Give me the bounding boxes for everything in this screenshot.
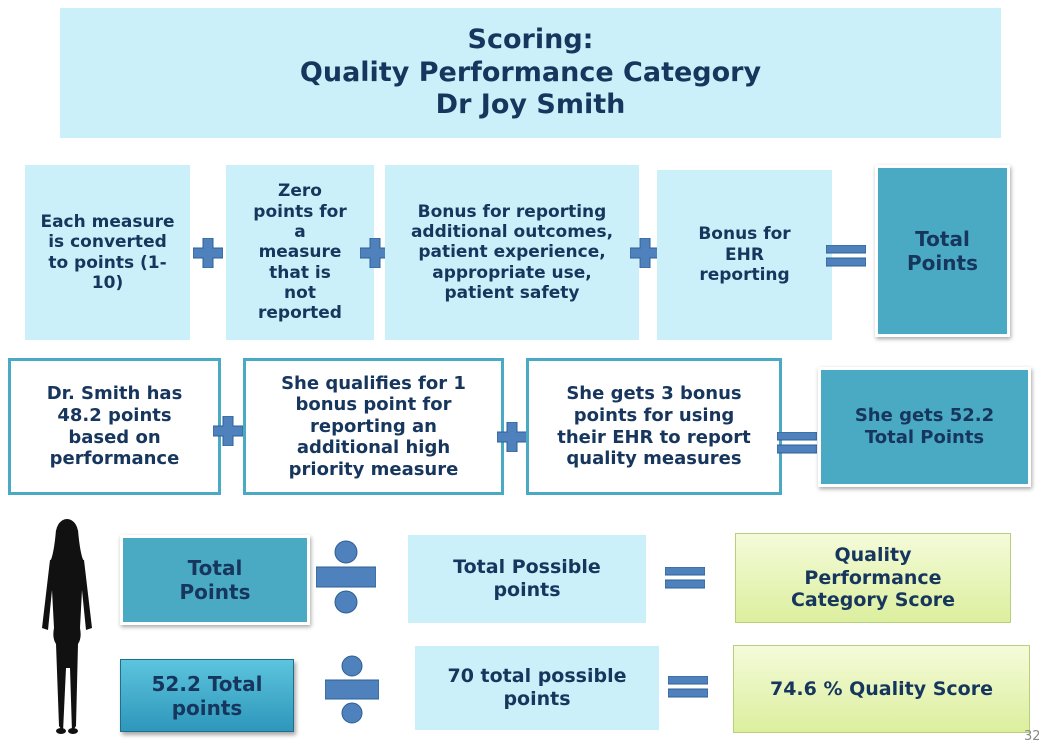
equals-icon: [665, 567, 705, 589]
row4-possible-points-box: 70 total possible points: [415, 646, 659, 730]
equals-icon: [826, 245, 866, 267]
title-banner: Scoring: Quality Performance Category Dr…: [60, 8, 1001, 138]
row4-total-points-box: 52.2 Total points: [120, 659, 294, 732]
divide-icon: [325, 655, 379, 725]
title-line-2: Quality Performance Category: [299, 56, 762, 88]
row2-ehr-bonus-box: She gets 3 bonus points for using their …: [526, 358, 782, 495]
plus-icon: [213, 416, 243, 446]
row2-bonus-measure-box: She qualifies for 1 bonus point for repo…: [243, 358, 504, 495]
row4-quality-score-box: 74.6 % Quality Score: [733, 645, 1030, 733]
divide-icon: [316, 540, 376, 615]
row1-ehr-bonus-box: Bonus for EHR reporting: [657, 170, 832, 340]
woman-silhouette-icon: [36, 518, 98, 736]
equals-icon: [668, 676, 708, 698]
plus-icon: [630, 238, 660, 268]
page-number: 32: [1024, 729, 1039, 744]
row1-bonus-outcomes-box: Bonus for reporting additional outcomes,…: [385, 165, 639, 340]
plus-icon: [360, 238, 390, 268]
title-line-1: Scoring:: [467, 24, 594, 56]
row1-measure-points-box: Each measure is converted to points (1-1…: [25, 165, 190, 340]
plus-icon: [497, 422, 527, 452]
title-line-3: Dr Joy Smith: [435, 89, 626, 121]
plus-icon: [193, 238, 223, 268]
row3-total-points-box: Total Points: [120, 535, 310, 625]
row2-total-points-box: She gets 52.2 Total Points: [818, 367, 1031, 487]
row1-total-points-box: Total Points: [875, 165, 1010, 337]
row2-performance-points-box: Dr. Smith has 48.2 points based on perfo…: [8, 358, 221, 495]
row3-possible-points-box: Total Possible points: [408, 535, 646, 623]
row1-zero-points-box: Zero points for a measure that is not re…: [226, 165, 374, 340]
row3-category-score-box: Quality Performance Category Score: [735, 533, 1011, 623]
equals-icon: [777, 432, 817, 454]
